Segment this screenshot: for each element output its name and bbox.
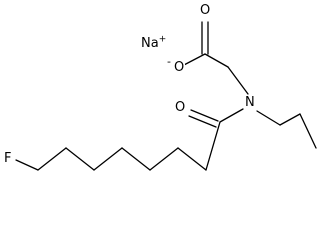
sodium-symbol: Na [141,36,159,51]
bond-chain-3 [149,147,179,171]
bond-chain-1 [205,121,221,171]
carboxyl-oxygen-single-label: O [173,60,186,75]
carboxyl-oxygen-double-label: O [199,3,212,18]
carboxyl-charge-label: - [167,55,171,68]
structure-diagram: Na+ O O - O N F [3,3,317,171]
bond-chain-6 [65,147,95,171]
bond-layer [15,21,317,171]
bond-amide-c-o-double-b [190,109,219,122]
bond-propyl-3 [299,113,317,149]
bond-chain-2 [177,147,207,171]
bond-chain-5 [93,147,123,171]
bond-ch2-n [227,66,249,95]
bond-chain-7 [37,147,67,171]
bond-chain-f [15,159,39,171]
amide-oxygen-label: O [174,100,187,115]
bond-amide-c-o-double-a [188,115,217,128]
sodium-charge: + [158,34,167,45]
bond-propyl-2 [279,113,301,126]
nitrogen-label: N [244,95,256,110]
bond-cooh-c-o-single [181,53,206,67]
fluorine-label: F [3,151,13,166]
bond-chain-4 [121,147,151,171]
bond-cooh-c-ch2 [204,53,229,68]
bond-n-propyl-1 [256,110,281,126]
sodium-ion-label: Na+ [140,34,168,51]
bond-n-carbonyl [219,108,244,123]
